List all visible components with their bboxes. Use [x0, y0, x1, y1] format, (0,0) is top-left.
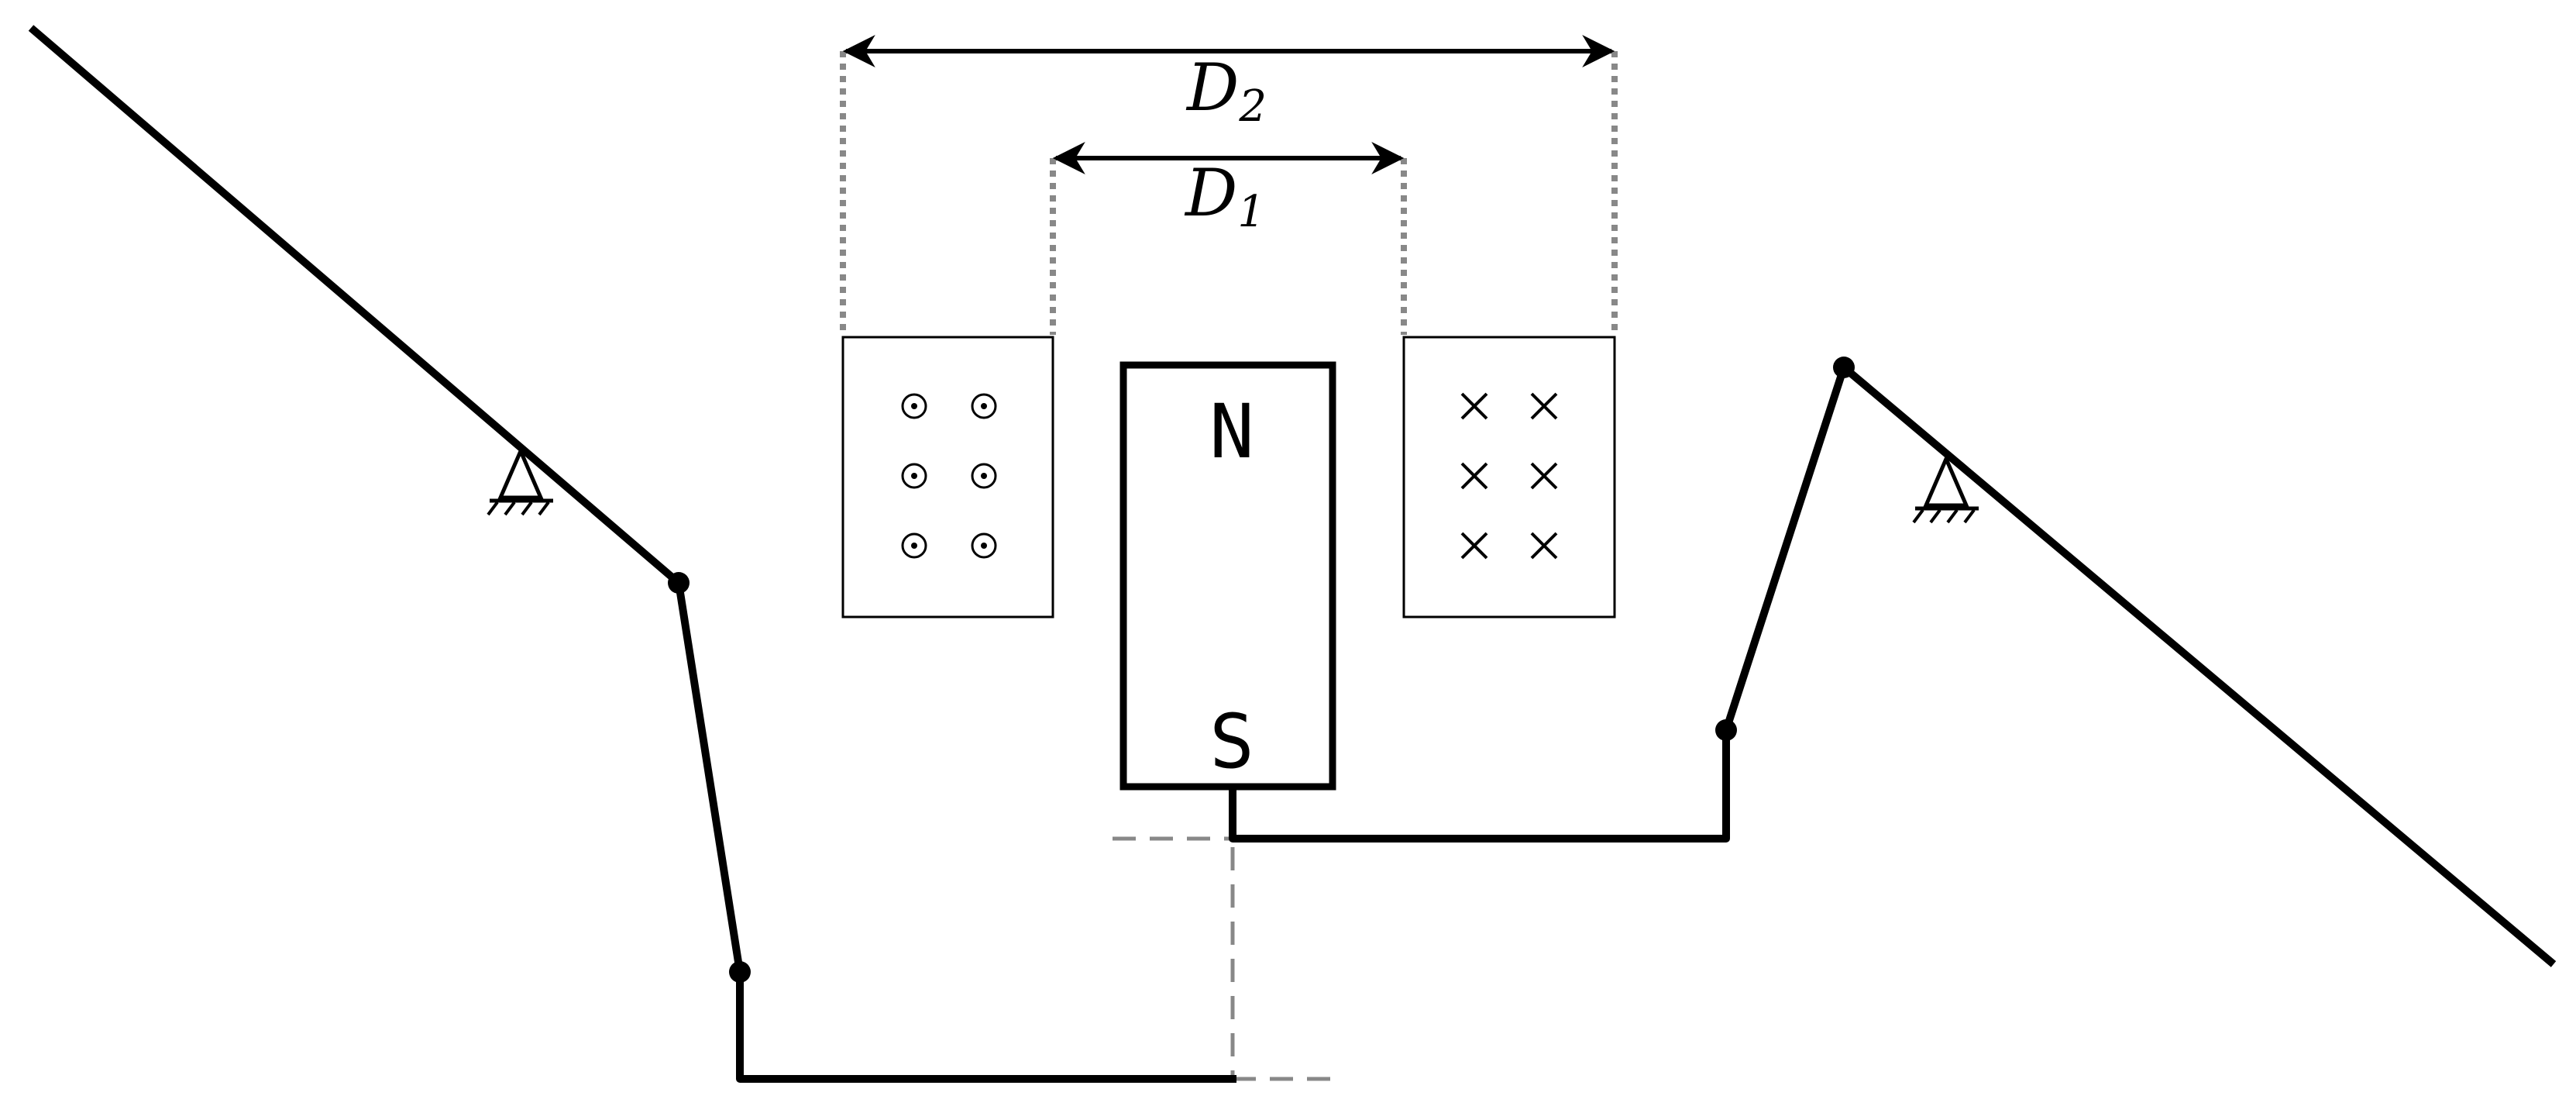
left-lever-linkage	[28, 25, 1236, 1083]
dimension-guides	[840, 51, 1618, 335]
north-pole-label: N	[1209, 388, 1254, 475]
coil-left	[841, 336, 1054, 619]
bar-magnet: N S	[1119, 361, 1336, 791]
right-wire	[1229, 730, 1730, 843]
left-lower-joint	[729, 961, 751, 983]
inner-dimension-letter: D	[1184, 155, 1237, 231]
pivot-support-icon	[488, 451, 553, 515]
left-wire	[736, 972, 1236, 1083]
right-lever-linkage	[1229, 364, 2557, 967]
right-lever-arm	[1841, 364, 2557, 967]
right-upper-joint	[1833, 357, 1855, 378]
reference-lines	[1113, 810, 1333, 1081]
outer-dimension-label: D2	[1185, 50, 1267, 132]
left-connecting-rod	[675, 582, 744, 973]
inner-dimension-subscript: 1	[1237, 187, 1265, 237]
left-lever-arm	[28, 25, 682, 586]
south-pole-label: S	[1209, 698, 1254, 785]
coil-right	[1402, 336, 1616, 619]
right-connecting-rod	[1722, 366, 1848, 732]
joints	[668, 357, 1855, 983]
right-lower-joint	[1715, 719, 1737, 741]
left-upper-joint	[668, 572, 690, 594]
outer-dimension-letter: D	[1185, 50, 1239, 126]
outer-dimension-subscript: 2	[1238, 81, 1267, 132]
inner-dimension-label: D1	[1184, 155, 1265, 237]
